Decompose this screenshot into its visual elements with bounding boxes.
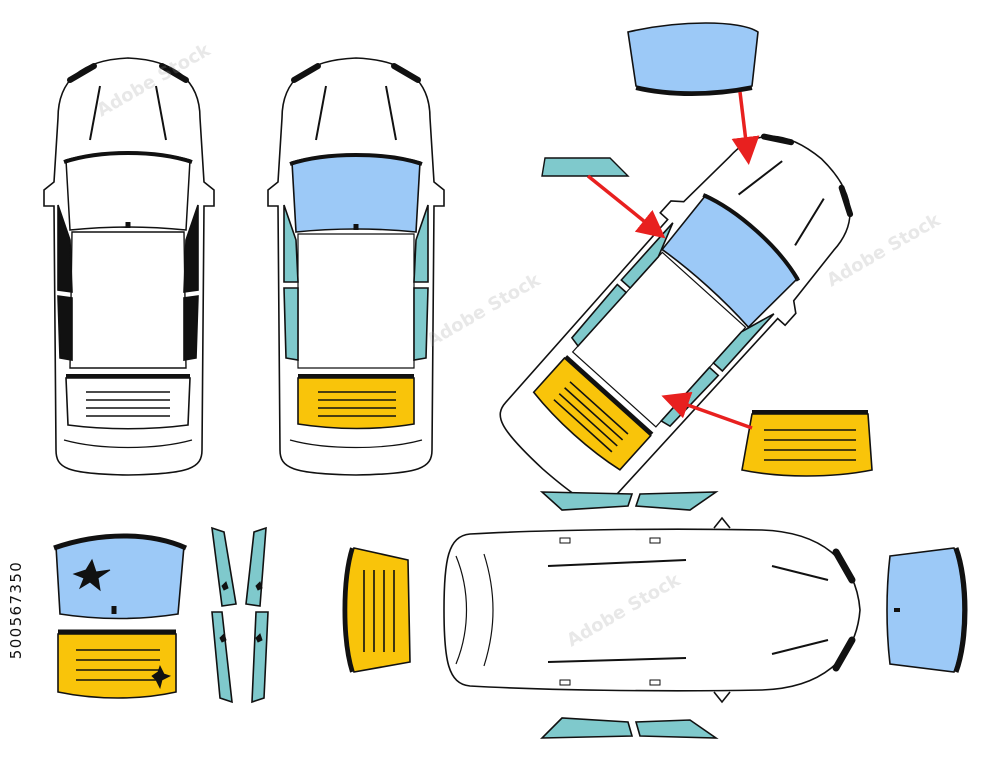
crack-rear-window: [151, 664, 172, 690]
arrow-windshield: [731, 91, 760, 165]
car-rotated-exploded: [499, 22, 873, 507]
stock-id-text: 500567350: [7, 560, 25, 660]
detached-windshield: [627, 22, 759, 93]
crack-windshield: [72, 558, 111, 592]
stock-id-label: 500567350: [4, 520, 28, 700]
detached-side-glass: [541, 157, 630, 177]
car-glass-colored: [267, 57, 445, 476]
detached-rear-window: [741, 413, 873, 477]
arrow-rear-window: [661, 391, 753, 430]
damaged-glass-set: [53, 526, 269, 704]
car-outline-plain: [43, 57, 215, 476]
arrow-side-glass: [586, 174, 666, 239]
car-horizontal-exploded: [342, 491, 968, 739]
